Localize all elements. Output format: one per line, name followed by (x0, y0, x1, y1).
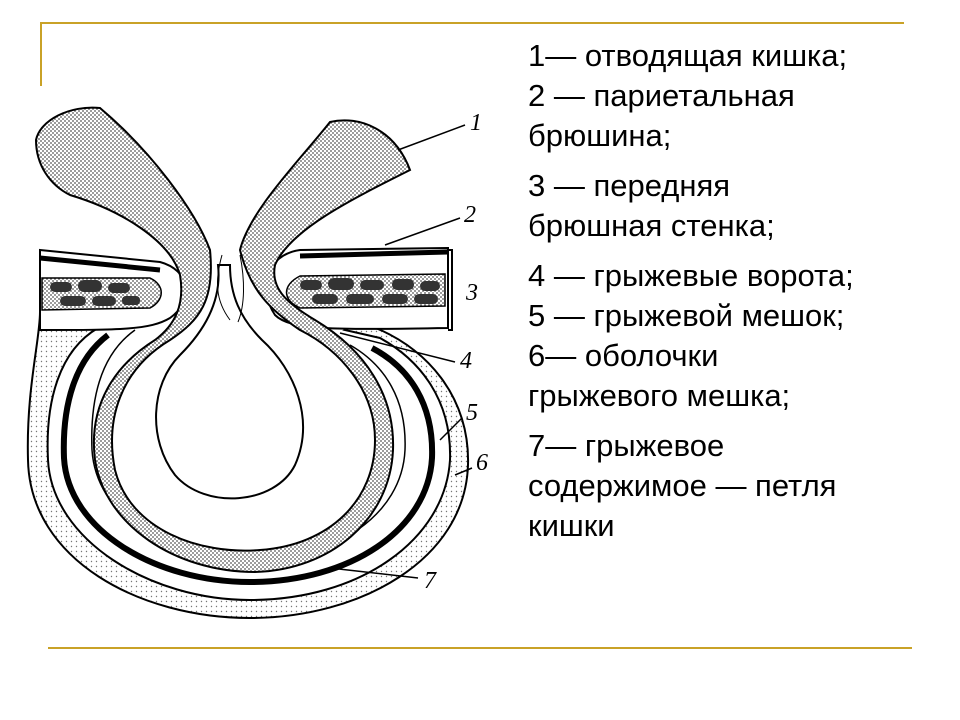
leader-5 (439, 417, 463, 441)
legend-line: 6— оболочки (528, 338, 719, 373)
legend-line: 3 — передняя (528, 168, 731, 203)
leader-4 (339, 332, 456, 363)
leader-6 (454, 467, 473, 476)
legend-line: 5 — грыжевой мешок; (528, 298, 845, 333)
legend-line: кишки (528, 508, 615, 543)
label-3: 3 (465, 280, 478, 306)
legend-line: 4 — грыжевые ворота; (528, 258, 854, 293)
legend-line: брюшина; (528, 118, 672, 153)
legend-line: 2 — париетальная (528, 78, 795, 113)
frame-bottom-rule (48, 647, 912, 649)
hernia-diagram: 1 2 3 4 5 6 7 (26, 106, 488, 620)
wall-bracket (448, 249, 453, 331)
legend-line: грыжевого мешка; (528, 378, 791, 413)
abdominal-wall-right (265, 246, 449, 330)
leader-1 (397, 124, 466, 151)
peritoneum-line-left (217, 254, 231, 321)
legend-group-4: 7— грыжевое содержимое — петля кишки (528, 426, 948, 546)
peritoneum-line-right (237, 254, 245, 323)
legend-group-2: 3 — передняя брюшная стенка; (528, 166, 948, 246)
legend-group-3: 4 — грыжевые ворота; 5 — грыжевой мешок;… (528, 256, 948, 416)
label-2: 2 (464, 202, 476, 228)
legend-line: 1— отводящая кишка; (528, 38, 848, 73)
leader-7 (329, 567, 419, 579)
frame-left-rule (40, 22, 42, 86)
abdominal-wall-left (39, 248, 187, 332)
label-1: 1 (470, 110, 482, 136)
label-4: 4 (460, 348, 472, 374)
loop-lumen (155, 264, 304, 500)
hernial-sac-line (60, 332, 436, 586)
intestinal-loop (34, 106, 412, 574)
legend-list: 1— отводящая кишка; 2 — париетальная брю… (528, 36, 948, 556)
legend-line: брюшная стенка; (528, 208, 775, 243)
legend-line: 7— грыжевое (528, 428, 725, 463)
frame-top-rule (40, 22, 904, 24)
label-6: 6 (476, 450, 488, 476)
label-5: 5 (466, 400, 478, 426)
label-7: 7 (424, 568, 437, 594)
legend-group-1: 1— отводящая кишка; 2 — париетальная брю… (528, 36, 948, 156)
legend-line: содержимое — петля (528, 468, 837, 503)
leader-2 (384, 217, 461, 246)
